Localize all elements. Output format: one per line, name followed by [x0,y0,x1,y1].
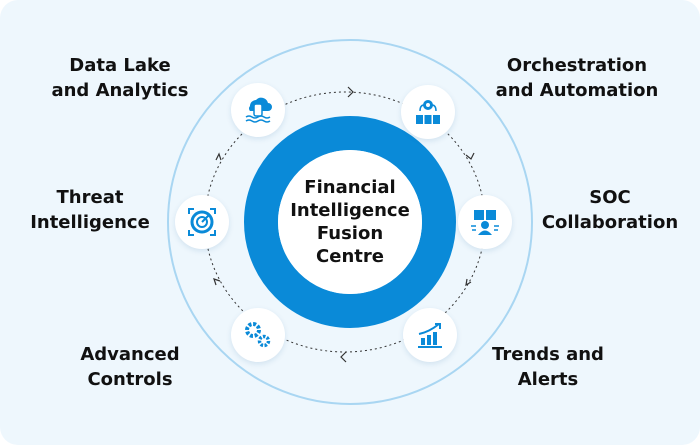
orchestration-icon [401,85,455,139]
outer-ring [167,39,533,405]
label-line: Controls [87,369,173,390]
arrow-left-lower [213,278,221,286]
node-label-trends: Trends and Alerts [448,342,648,392]
label-line: and Automation [495,80,659,101]
node-label-threat: Threat Intelligence [0,185,180,235]
data-lake-icon [231,83,285,137]
label-line: Advanced [80,344,180,365]
center-disc [278,150,422,294]
arrow-bottom [340,351,347,363]
label-line: and Analytics [51,80,189,101]
label-line: Data Lake [69,55,171,76]
trend-chart-icon [403,308,457,362]
arrow-top [347,86,354,98]
cycle-arrows [213,86,475,363]
center-line: Financial [304,177,396,198]
label-line: Orchestration [506,55,648,76]
center-line: Intelligence [290,200,410,221]
label-line: Intelligence [30,212,150,233]
arrow-right-upper [465,152,475,160]
arrow-left-upper [215,152,222,161]
center-ring [244,116,456,328]
center-title: Financial Intelligence Fusion Centre [270,176,430,268]
center-line: Centre [316,246,384,267]
gears-icon [231,308,285,362]
label-line: Trends and [492,344,604,365]
label-line: Alerts [517,369,579,390]
node-label-soc: SOC Collaboration [510,185,700,235]
label-line: Threat [56,187,124,208]
label-line: Collaboration [541,212,679,233]
radar-icon [175,195,229,249]
arrow-right-lower [465,278,472,287]
node-label-orchestration: Orchestration and Automation [477,53,677,103]
center-line: Fusion [316,223,384,244]
collaboration-icon [458,195,512,249]
node-label-advanced-controls: Advanced Controls [40,342,220,392]
label-line: SOC [589,187,631,208]
node-label-data-lake: Data Lake and Analytics [30,53,210,103]
